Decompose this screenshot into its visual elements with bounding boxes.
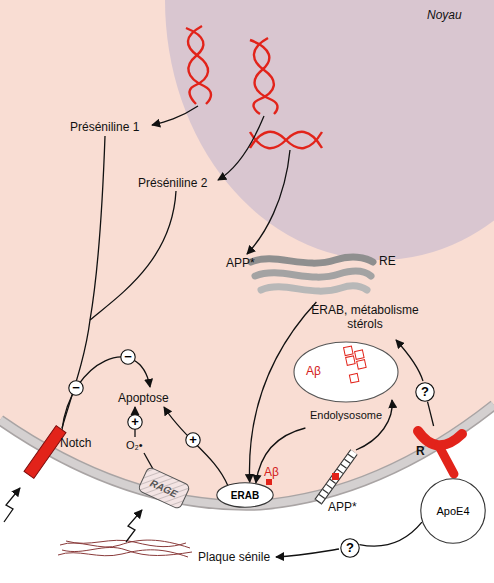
node-text: ?: [421, 384, 429, 400]
peptide-label: Aβ: [264, 465, 279, 479]
node-text: Noyau: [427, 8, 487, 22]
connector: [249, 302, 316, 482]
inhibit-sign: −: [120, 349, 136, 365]
node-text: ?: [346, 540, 354, 556]
node-text: −: [124, 349, 132, 365]
activate-sign: +: [127, 414, 143, 430]
process-label: ERAB, métabolisme stérols: [300, 303, 430, 331]
node-text: Notch: [60, 436, 100, 450]
node-text: −: [72, 380, 80, 396]
nucleus: Noyau: [165, 0, 494, 260]
connector: [428, 402, 434, 426]
protein-label: APP*: [226, 256, 255, 270]
node-text: Aβ: [306, 364, 330, 378]
question-circle: ?: [340, 538, 360, 558]
structure-label: Plaque sénile: [198, 550, 270, 564]
node-text: ERAB: [231, 490, 259, 501]
endolysosome: AβEndolysosome: [290, 338, 402, 428]
apoe-receptor: R: [412, 426, 468, 476]
notch-receptor: Notch: [22, 420, 102, 490]
activate-sign: +: [185, 432, 201, 448]
node-text: +: [131, 414, 139, 430]
connector: [359, 522, 422, 546]
node-text: +: [189, 432, 197, 448]
erab-protein: ERAB: [216, 482, 274, 508]
radical-label: O₂•: [126, 438, 143, 452]
protein-label: Préséniline 1: [70, 120, 139, 134]
inhibit-sign: −: [68, 380, 84, 396]
node-text: RE: [379, 254, 405, 268]
process-label: Apoptose: [118, 391, 169, 405]
notch-shape: [22, 420, 102, 490]
protein-label: Préséniline 2: [138, 176, 207, 190]
connector: [256, 428, 306, 483]
node-text: ApoE4: [436, 505, 469, 517]
reticulum: RE: [245, 250, 407, 302]
nucleus-shape: [165, 0, 494, 260]
node-text: R: [416, 444, 430, 458]
question-circle: ?: [415, 382, 435, 402]
protein-label: APP*: [328, 500, 357, 514]
apoe4-particle: ApoE4: [420, 478, 486, 544]
node-text: Endolysosome: [290, 408, 402, 422]
